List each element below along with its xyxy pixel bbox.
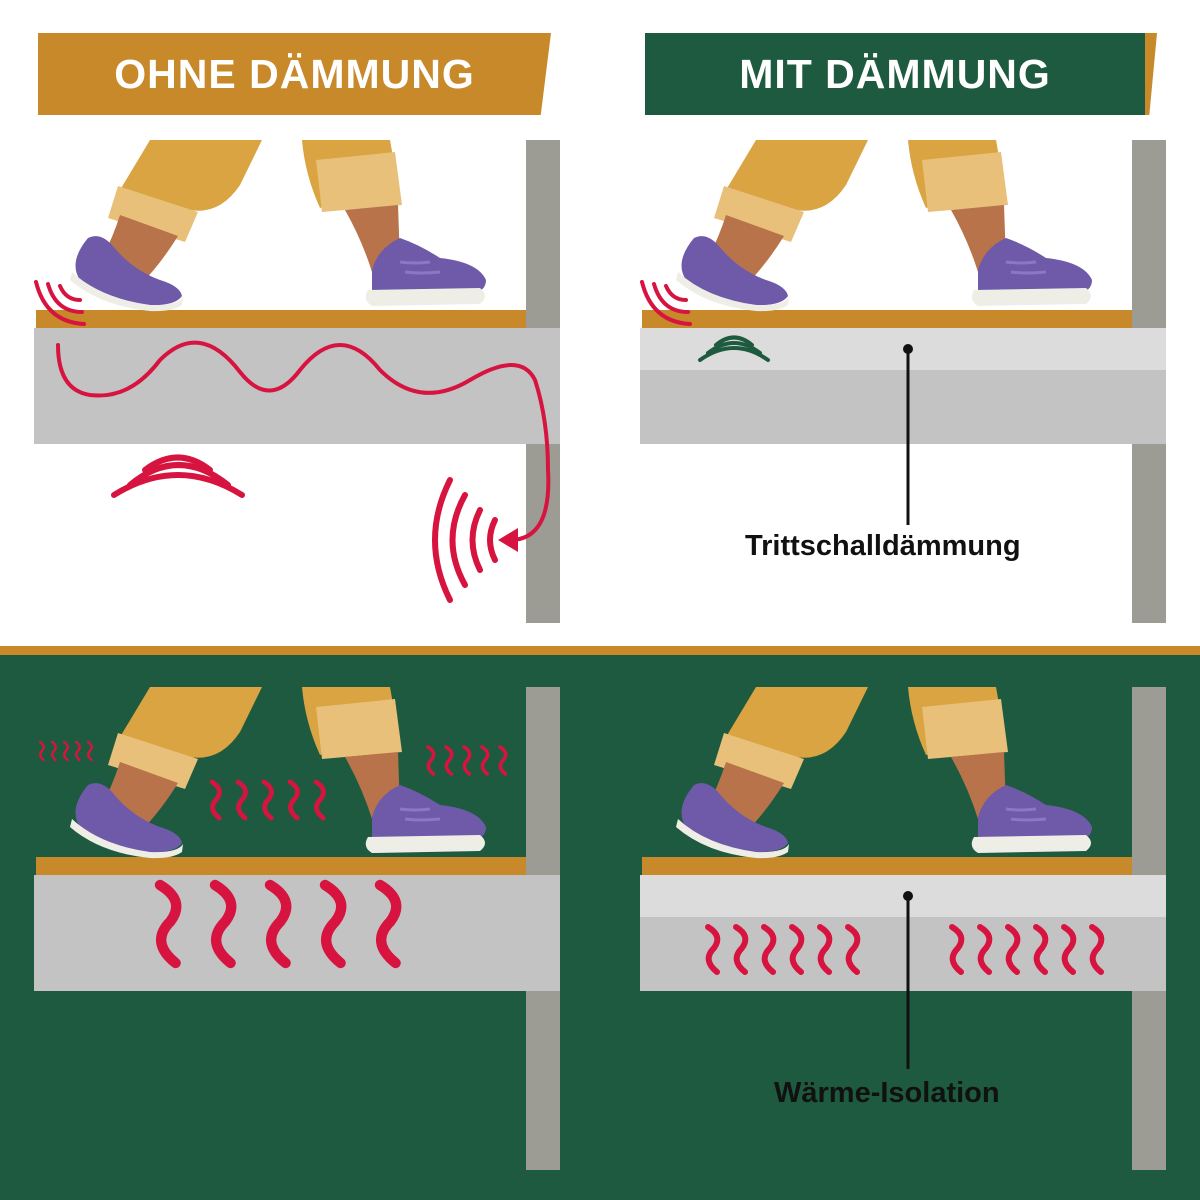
banner-without-insulation: OHNE DÄMMUNG (38, 33, 551, 115)
walking-legs (674, 685, 1094, 860)
sound-wave-icon (111, 454, 245, 498)
floor-board (642, 857, 1132, 875)
heat-wave-icon (212, 782, 324, 818)
banner-without-label: OHNE DÄMMUNG (114, 50, 475, 97)
banner-with-label: MIT DÄMMUNG (739, 50, 1051, 97)
top-left-scene (34, 138, 560, 623)
banner-with-insulation: MIT DÄMMUNG (645, 33, 1157, 115)
concrete-slab (34, 328, 560, 444)
heat-wave-icon (426, 745, 508, 776)
walking-legs (68, 138, 488, 313)
concrete-slab (34, 875, 560, 991)
concrete-slab (640, 917, 1166, 991)
walking-legs (674, 138, 1094, 313)
sound-wave-icon (698, 335, 770, 362)
bottom-left-scene (34, 685, 560, 1170)
bottom-right-scene (640, 685, 1166, 1170)
impact-insulation-label: Trittschalldämmung (745, 530, 1021, 562)
top-right-scene (640, 138, 1166, 623)
sound-transmission-path (56, 340, 551, 542)
sound-wave-icon (432, 477, 498, 603)
sound-wave-icon (640, 280, 692, 326)
floor-board (36, 857, 526, 875)
heat-wave-icon (38, 740, 93, 762)
arrow-head-icon (498, 528, 518, 552)
floor-board (642, 310, 1132, 328)
banner-with-inner: MIT DÄMMUNG (645, 33, 1145, 115)
thermal-insulation-label: Wärme-Isolation (774, 1077, 1000, 1109)
walking-legs (68, 685, 488, 860)
sound-wave-icon (34, 280, 86, 326)
floor-board (36, 310, 526, 328)
concrete-slab (640, 370, 1166, 444)
